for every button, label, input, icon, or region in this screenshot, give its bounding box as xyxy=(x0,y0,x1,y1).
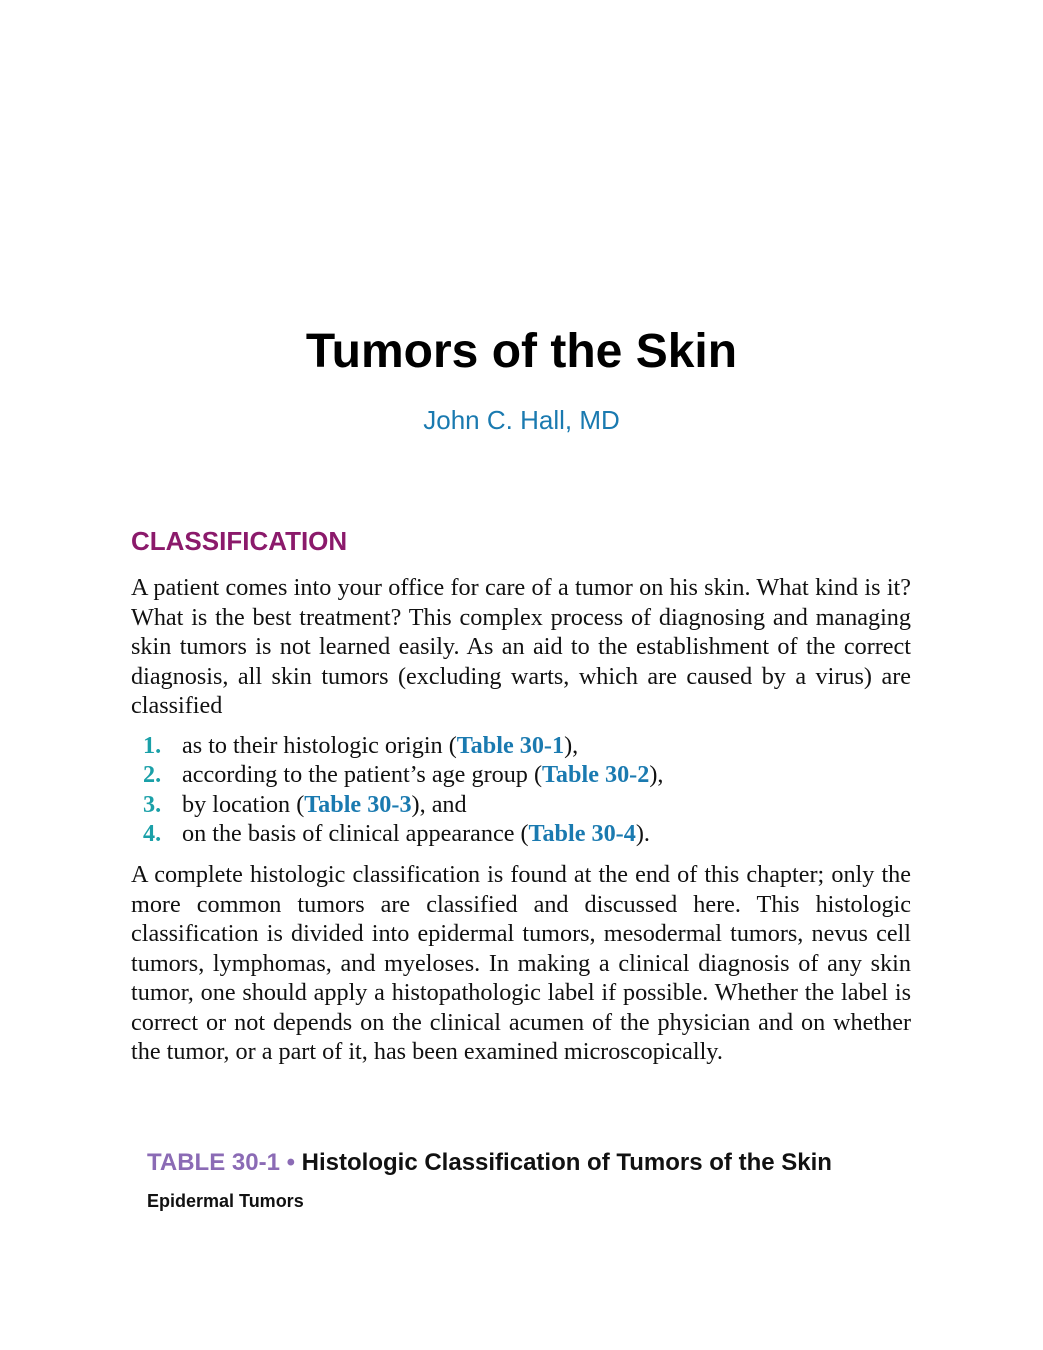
caption-separator: • xyxy=(286,1149,295,1176)
table-caption: TABLE 30-1 • Histologic Classification o… xyxy=(147,1148,832,1178)
intro-paragraph: A patient comes into your office for car… xyxy=(131,574,911,719)
table-title: Histologic Classification of Tumors of t… xyxy=(301,1149,832,1176)
list-text-end: ), xyxy=(649,761,664,789)
section-heading: CLASSIFICATION xyxy=(131,526,348,556)
list-number: 2. xyxy=(143,761,162,789)
list-text-end: ), and xyxy=(411,790,467,818)
list-text: according to the patient’s age group ( xyxy=(182,761,543,789)
list-number: 1. xyxy=(143,732,162,759)
list-item: 2. according to the patient’s age group (… xyxy=(143,760,663,789)
chapter-title: Tumors of the Skin xyxy=(305,325,738,378)
table-number: TABLE 30-1 xyxy=(147,1149,280,1176)
list-text: on the basis of clinical appearance ( xyxy=(182,819,529,847)
table-subheading: Epidermal Tumors xyxy=(147,1191,304,1211)
classification-paragraph: A complete histologic classification is … xyxy=(131,861,911,1065)
table-ref-link[interactable]: Table 30-1 xyxy=(456,732,565,759)
list-text: by location ( xyxy=(182,790,305,818)
list-item: 3. by location (Table 30-3), and xyxy=(143,790,663,819)
chapter-author: John C. Hall, MD xyxy=(423,405,620,435)
list-text-end: ). xyxy=(635,819,650,847)
list-item: 4. on the basis of clinical appearance (T… xyxy=(143,819,663,848)
table-ref-link[interactable]: Table 30-2 xyxy=(542,761,650,789)
table-ref-link[interactable]: Table 30-3 xyxy=(304,790,412,818)
classification-list: 1.as to their histologic origin (Table 3… xyxy=(143,731,663,848)
list-text-end: ), xyxy=(564,732,579,759)
list-number: 3. xyxy=(143,790,162,818)
list-text: as to their histologic origin ( xyxy=(182,732,457,759)
table-ref-link[interactable]: Table 30-4 xyxy=(528,819,636,847)
list-number: 4. xyxy=(143,819,162,847)
list-item: 1. as to their histologic origin (Table 3… xyxy=(143,731,663,760)
